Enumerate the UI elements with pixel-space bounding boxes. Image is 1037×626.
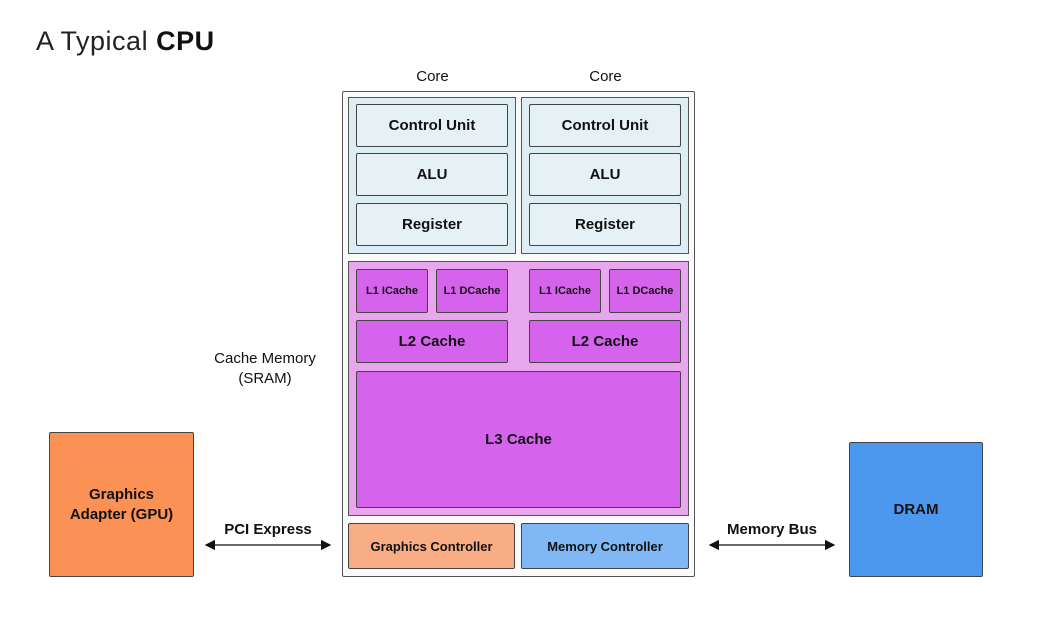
dram-box: DRAM	[849, 442, 983, 577]
l3-cache: L3 Cache	[356, 371, 681, 508]
cache-memory-label: Cache Memory (SRAM)	[200, 349, 330, 389]
title-prefix: A Typical	[36, 26, 149, 56]
graphics-controller: Graphics Controller	[348, 523, 515, 569]
core-2-l2-cache: L2 Cache	[529, 320, 681, 363]
core-2-register: Register	[529, 203, 681, 246]
core-2-label: Core	[589, 68, 622, 85]
core-1-register: Register	[356, 203, 508, 246]
cache-memory-label-line1: Cache Memory	[214, 350, 316, 367]
core-1-label: Core	[416, 68, 449, 85]
core-2-control-unit: Control Unit	[529, 104, 681, 147]
page-title: A Typical CPU	[36, 26, 215, 57]
core-2-alu: ALU	[529, 153, 681, 196]
core-1-l2-cache: L2 Cache	[356, 320, 508, 363]
core-1-l1-dcache: L1 DCache	[436, 269, 508, 313]
gpu-box: Graphics Adapter (GPU)	[49, 432, 194, 577]
gpu-label-line1: Graphics	[88, 486, 155, 503]
title-bold: CPU	[156, 26, 215, 56]
memory-controller: Memory Controller	[521, 523, 689, 569]
core-1-control-unit: Control Unit	[356, 104, 508, 147]
core-2-l1-icache: L1 ICache	[529, 269, 601, 313]
cache-memory-label-line2: (SRAM)	[238, 370, 292, 387]
core-2-l1-dcache: L1 DCache	[609, 269, 681, 313]
core-1-l1-icache: L1 ICache	[356, 269, 428, 313]
memory-bus-label: Memory Bus	[726, 521, 818, 538]
gpu-label-line2: Adapter (GPU)	[69, 505, 174, 523]
pci-express-label: PCI Express	[224, 521, 312, 538]
core-1-alu: ALU	[356, 153, 508, 196]
